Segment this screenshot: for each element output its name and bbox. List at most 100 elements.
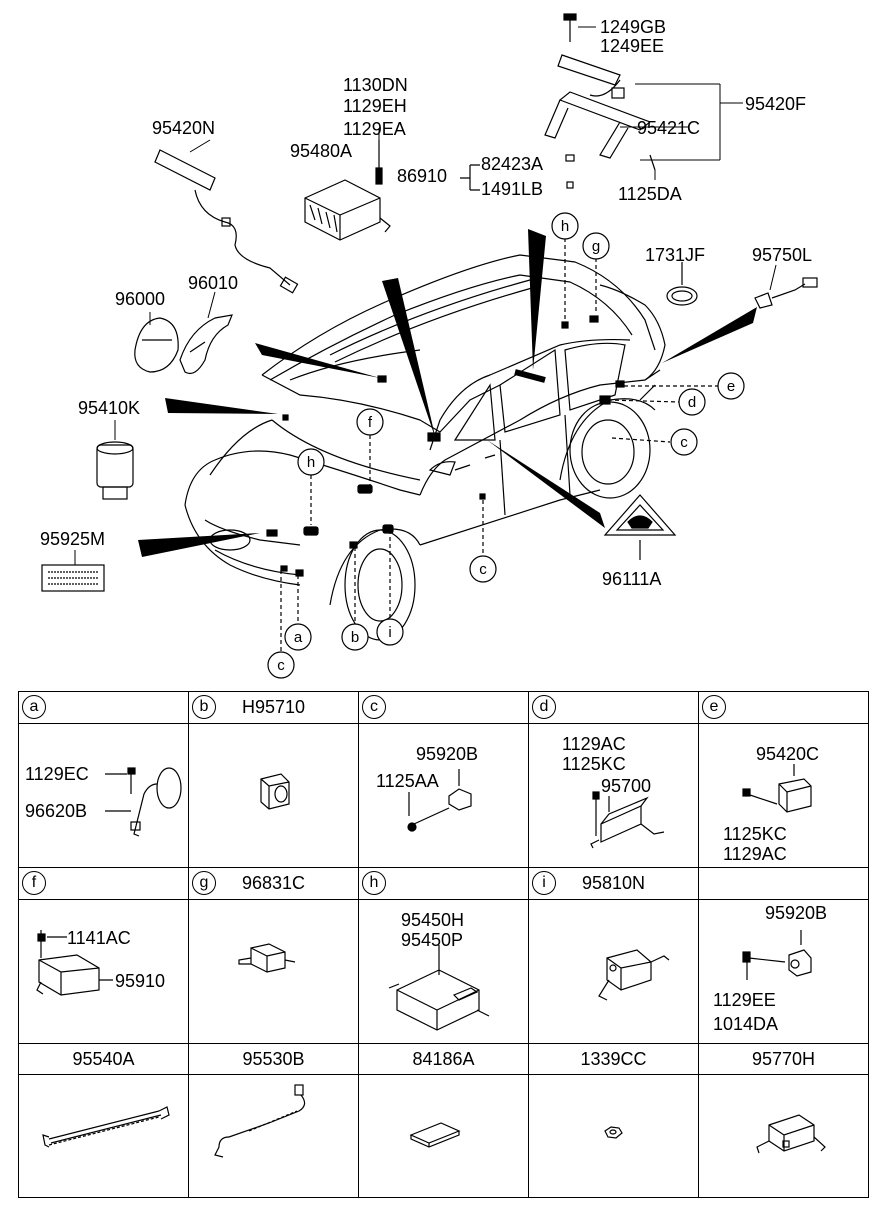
letter-badge: g: [192, 870, 216, 895]
sensor-95750l-sketch: [754, 277, 818, 309]
cell-j: 95920B 1129EE 1014DA: [698, 898, 869, 1044]
letter-badge: d: [532, 695, 556, 719]
label-1731jf: 1731JF: [645, 245, 705, 265]
grommet-sketch: [666, 286, 698, 306]
header-part: 95770H: [751, 1048, 816, 1069]
cell-a: 1129EC 96620B: [18, 722, 189, 868]
switch-95410k-sketch: [96, 441, 134, 500]
header-part: 95530B: [242, 1048, 305, 1069]
cell-g: [188, 898, 359, 1044]
header-part: H95710: [241, 697, 306, 717]
header-part: 1339CC: [580, 1048, 647, 1069]
label-1249ee: 1249EE: [600, 36, 664, 56]
callout-h-rear: h: [561, 218, 569, 235]
cell-84186a: [358, 1074, 529, 1198]
label-1125da: 1125DA: [618, 184, 682, 204]
antenna-cable-sketch: [154, 149, 299, 294]
cell-e-label-1: 95420C: [756, 743, 820, 764]
vehicle-outline: [184, 254, 666, 641]
header-e: e: [698, 691, 869, 724]
header-c: c: [358, 691, 529, 724]
callout-d: d: [688, 394, 696, 411]
label-96010: 96010: [188, 273, 238, 293]
cell-h-label-1: 95450H: [401, 909, 465, 930]
letter-badge: i: [532, 870, 556, 895]
cell-j-label-1: 95920B: [765, 902, 828, 923]
cell-c: 95920B 1125AA: [358, 722, 529, 868]
cell-i: [528, 898, 699, 1044]
cell-d-label-3: 95700: [601, 775, 652, 796]
parts-grid: a b H95710 c d e 1129EC 9662: [18, 691, 869, 1198]
label-1491lb: 1491LB: [481, 179, 543, 199]
cell-h-label-2: 95450P: [401, 929, 464, 950]
header-blank: [698, 866, 869, 900]
warning-triangle-sketch: [603, 494, 677, 560]
key-fob-sketch: [134, 314, 233, 375]
cell-b: [188, 722, 359, 868]
label-1249gb: 1249GB: [600, 17, 666, 37]
cell-h: 95450H 95450P: [358, 898, 529, 1044]
header-part: 95810N: [581, 872, 646, 893]
callout-b: b: [351, 629, 359, 646]
parts-diagram: 1249GB 1249EE 95420F 95421C 1125DA 1130D…: [40, 13, 818, 679]
cell-j-label-3: 1014DA: [713, 1013, 779, 1034]
callout-h-front: h: [307, 454, 315, 471]
cell-d-label-1: 1129AC: [562, 733, 626, 754]
header-95540a: 95540A: [18, 1042, 189, 1076]
label-82423a: 82423A: [481, 154, 543, 174]
cell-f-label-1: 1141AC: [67, 927, 131, 948]
callout-i: i: [388, 624, 391, 641]
label-1130dn: 1130DN: [343, 75, 408, 95]
callout-g: g: [592, 238, 600, 255]
letter-badge: h: [362, 870, 386, 895]
header-95530b: 95530B: [188, 1042, 359, 1076]
callout-c-front: c: [277, 657, 285, 674]
cell-95770h: [698, 1074, 869, 1198]
cell-f-label-2: 95910: [115, 970, 166, 991]
letter-badge: b: [192, 695, 216, 719]
header-84186a: 84186A: [358, 1042, 529, 1076]
header-b: b H95710: [188, 691, 359, 724]
cell-j-label-2: 1129EE: [713, 989, 776, 1010]
cell-95530b: [188, 1074, 359, 1198]
cell-e-label-3: 1129AC: [723, 843, 787, 864]
part-labels: 1249GB 1249EE 95420F 95421C 1125DA 1130D…: [40, 17, 812, 589]
label-95750l: 95750L: [752, 245, 812, 265]
leader-wedges: [138, 229, 757, 557]
letter-badge: a: [22, 695, 46, 719]
cell-d: 1129AC 1125KC 95700: [528, 722, 699, 868]
callout-circles: [267, 212, 745, 679]
cell-c-label-1: 95920B: [416, 743, 479, 764]
header-h: h: [358, 866, 529, 900]
label-1129ea: 1129EA: [343, 119, 406, 139]
header-1339cc: 1339CC: [528, 1042, 699, 1076]
label-1129eh: 1129EH: [343, 96, 407, 116]
callout-e: e: [727, 378, 735, 395]
cell-a-label-2: 96620B: [25, 800, 88, 821]
label-95420n: 95420N: [152, 118, 215, 138]
header-part: 84186A: [412, 1048, 475, 1069]
letter-badge: e: [702, 695, 726, 719]
header-i: i 95810N: [528, 866, 699, 900]
cell-f: 1141AC 95910: [18, 898, 189, 1044]
cell-a-label-1: 1129EC: [25, 763, 89, 784]
header-part: 95540A: [72, 1048, 135, 1069]
letter-badge: f: [22, 870, 46, 895]
callout-a: a: [294, 629, 303, 646]
header-a: a: [18, 691, 189, 724]
cell-e: 95420C 1125KC 1129AC: [698, 722, 869, 868]
label-96111a: 96111A: [602, 569, 661, 589]
cell-c-label-2: 1125AA: [376, 770, 439, 791]
cell-1339cc: [528, 1074, 699, 1198]
label-95410k: 95410K: [78, 398, 140, 418]
label-95925m: 95925M: [40, 529, 105, 549]
label-95480a: 95480A: [290, 141, 352, 161]
label-95421c: 95421C: [637, 118, 700, 138]
module-95480a-sketch: [304, 140, 391, 241]
callout-c-rear: c: [680, 434, 688, 451]
cell-d-label-2: 1125KC: [562, 753, 626, 774]
callout-f: f: [368, 414, 373, 431]
label-95420f: 95420F: [745, 94, 806, 114]
label-95925m-sketch: [41, 564, 105, 592]
header-d: d: [528, 691, 699, 724]
